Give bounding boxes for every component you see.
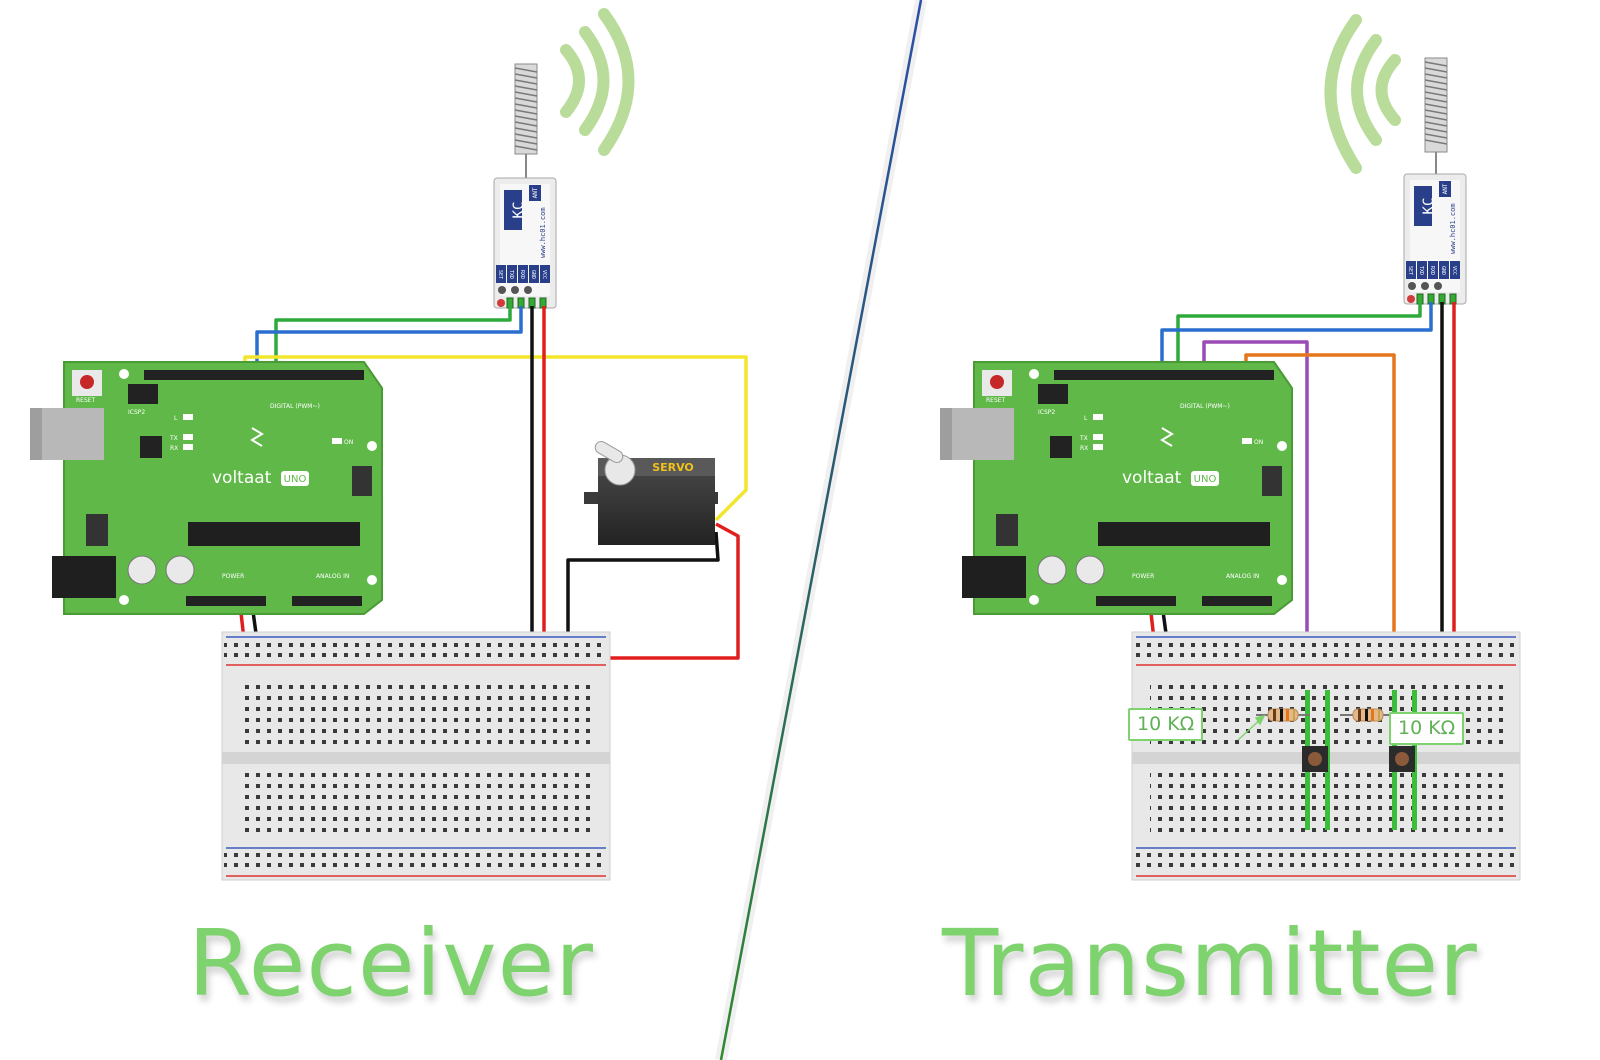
transmitter-circuit: KC www.hc01.com ANT SET TXD RXD GND VCC xyxy=(940,14,1521,881)
servo-motor: SERVO xyxy=(584,441,718,545)
board-model: UNO xyxy=(1194,474,1217,485)
on-label: ON xyxy=(344,439,353,446)
reset-label: RESET xyxy=(986,397,1006,404)
power-label: POWER xyxy=(222,573,244,580)
breadboard xyxy=(221,631,611,881)
board-brand: voltaat xyxy=(212,468,272,488)
pin-gnd: GND xyxy=(530,270,536,279)
resistor-right xyxy=(1340,708,1396,722)
wifi-signal-icon xyxy=(1324,14,1401,174)
analog-label: ANALOG IN xyxy=(316,573,349,580)
receiver-title: Receiver xyxy=(188,910,595,1017)
digital-label: DIGITAL (PWM~) xyxy=(1180,403,1230,410)
pin-txd: TXD xyxy=(1418,266,1424,275)
pin-vcc: VCC xyxy=(1451,266,1457,275)
pin-rxd: RXD xyxy=(519,270,525,279)
pushbutton-left xyxy=(1302,746,1328,772)
pin-set: SET xyxy=(1407,266,1413,275)
hc12-site: www.hc01.com xyxy=(539,207,547,258)
hc12-logo-text: KC xyxy=(511,202,527,219)
wire-blue xyxy=(255,306,523,372)
wifi-signal-icon xyxy=(560,8,635,156)
l-label: L xyxy=(174,415,178,422)
resistor-label-left: 10 KΩ xyxy=(1128,708,1204,741)
hc12-module: KC www.hc01.com ANT SET TXD RXD GND VCC xyxy=(1403,173,1467,305)
hc12-pin-labels: SET TXD RXD GND VCC xyxy=(497,270,547,279)
arduino-uno: RESET ICSP2 L TX RX ON DIGITAL (PWM~) PO… xyxy=(940,361,1293,615)
tx-label: TX xyxy=(1079,435,1088,442)
resistor-label-right: 10 KΩ xyxy=(1389,712,1465,745)
hc12-ant-label: ANT xyxy=(1442,183,1449,194)
transmitter-title: Transmitter xyxy=(942,910,1478,1017)
wire-black-servo xyxy=(566,531,720,650)
divider-line xyxy=(719,0,923,1060)
servo-label: SERVO xyxy=(652,461,694,474)
power-label: POWER xyxy=(1132,573,1154,580)
pushbutton-right xyxy=(1389,746,1415,772)
analog-label: ANALOG IN xyxy=(1226,573,1259,580)
hc12-logo-text: KC xyxy=(1421,198,1437,215)
pin-txd: TXD xyxy=(508,270,514,279)
wire-purple xyxy=(1202,340,1309,696)
hc12-site: www.hc01.com xyxy=(1449,203,1457,254)
receiver-circuit: KC www.hc01.com ANT SET TXD RXD GND VCC xyxy=(30,8,748,881)
icsp-label: ICSP2 xyxy=(128,409,145,416)
antenna-coil xyxy=(514,63,538,180)
antenna-coil xyxy=(1424,57,1448,176)
pin-vcc: VCC xyxy=(541,270,547,279)
receiver-wires xyxy=(238,306,748,660)
pin-rxd: RXD xyxy=(1429,266,1435,275)
icsp-label: ICSP2 xyxy=(1038,409,1055,416)
digital-label: DIGITAL (PWM~) xyxy=(270,403,320,410)
tx-label: TX xyxy=(169,435,178,442)
wire-blue xyxy=(1160,302,1433,372)
board-brand: voltaat xyxy=(1122,468,1182,488)
wire-green xyxy=(1176,302,1422,372)
rx-label: RX xyxy=(1080,445,1088,452)
hc12-pin-labels: SET TXD RXD GND VCC xyxy=(1407,266,1457,275)
reset-label: RESET xyxy=(76,397,96,404)
pin-gnd: GND xyxy=(1440,266,1446,275)
wire-green xyxy=(274,306,512,372)
hc12-ant-label: ANT xyxy=(532,187,539,198)
arduino-uno: RESET ICSP2 L TX RX ON DIGITAL (PWM~) PO… xyxy=(30,361,383,615)
on-label: ON xyxy=(1254,439,1263,446)
l-label: L xyxy=(1084,415,1088,422)
hc12-module: KC www.hc01.com ANT SET TXD RXD GND VCC xyxy=(493,177,557,309)
pin-set: SET xyxy=(497,270,503,279)
board-model: UNO xyxy=(284,474,307,485)
rx-label: RX xyxy=(170,445,178,452)
